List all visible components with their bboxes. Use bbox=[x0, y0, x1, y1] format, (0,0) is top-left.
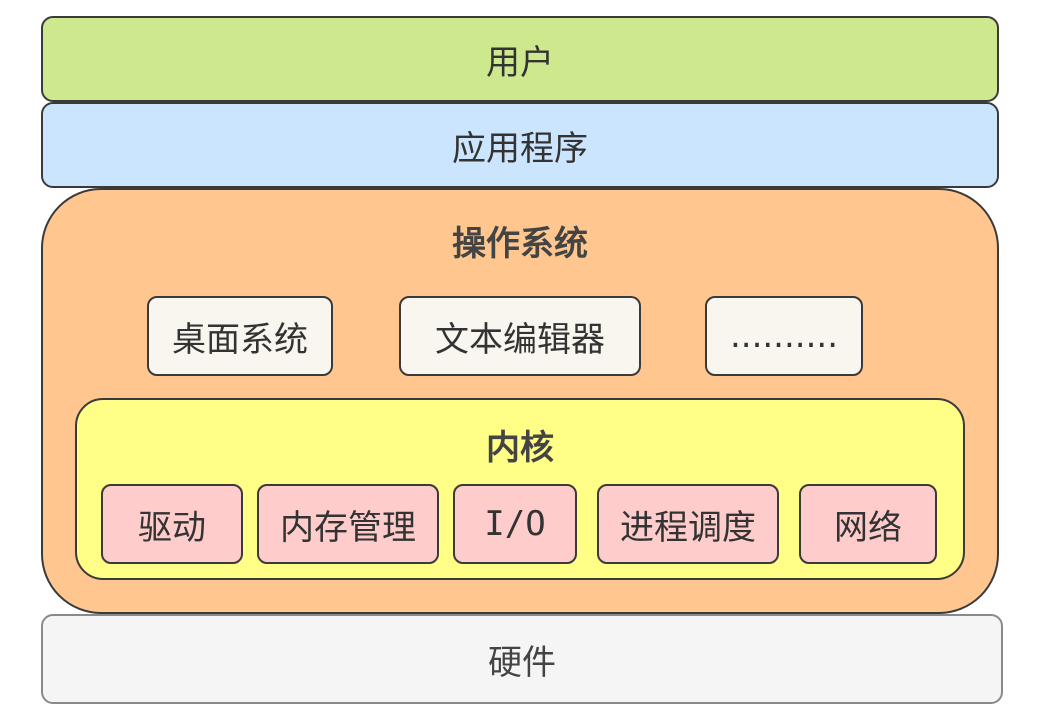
operating-system-layer: 操作系统 桌面系统 文本编辑器 .......... 内核 驱动 内存管理 I/… bbox=[41, 188, 999, 614]
more-components-box: .......... bbox=[705, 296, 863, 376]
io-label: I/O bbox=[484, 504, 546, 544]
desktop-system-box: 桌面系统 bbox=[147, 296, 333, 376]
hardware-layer: 硬件 bbox=[41, 614, 1003, 704]
operating-system-title: 操作系统 bbox=[452, 224, 588, 264]
network-label: 网络 bbox=[834, 507, 902, 548]
user-layer-label: 用户 bbox=[486, 42, 554, 83]
kernel-module-network: 网络 bbox=[799, 484, 937, 564]
kernel-module-io: I/O bbox=[453, 484, 577, 564]
desktop-system-label: 桌面系统 bbox=[172, 319, 308, 360]
process-scheduling-label: 进程调度 bbox=[620, 507, 756, 548]
kernel-module-process-scheduling: 进程调度 bbox=[597, 484, 779, 564]
more-components-label: .......... bbox=[729, 316, 839, 356]
applications-layer-label: 应用程序 bbox=[452, 128, 588, 169]
text-editor-label: 文本编辑器 bbox=[435, 319, 605, 360]
kernel-title: 内核 bbox=[486, 428, 554, 468]
kernel-module-memory-management: 内存管理 bbox=[257, 484, 439, 564]
kernel-module-driver: 驱动 bbox=[101, 484, 243, 564]
kernel-layer: 内核 驱动 内存管理 I/O 进程调度 网络 bbox=[75, 398, 965, 580]
memory-management-label: 内存管理 bbox=[280, 507, 416, 548]
driver-label: 驱动 bbox=[138, 507, 206, 548]
text-editor-box: 文本编辑器 bbox=[399, 296, 641, 376]
hardware-layer-label: 硬件 bbox=[488, 642, 556, 683]
user-layer: 用户 bbox=[41, 16, 999, 102]
applications-layer: 应用程序 bbox=[41, 102, 999, 188]
